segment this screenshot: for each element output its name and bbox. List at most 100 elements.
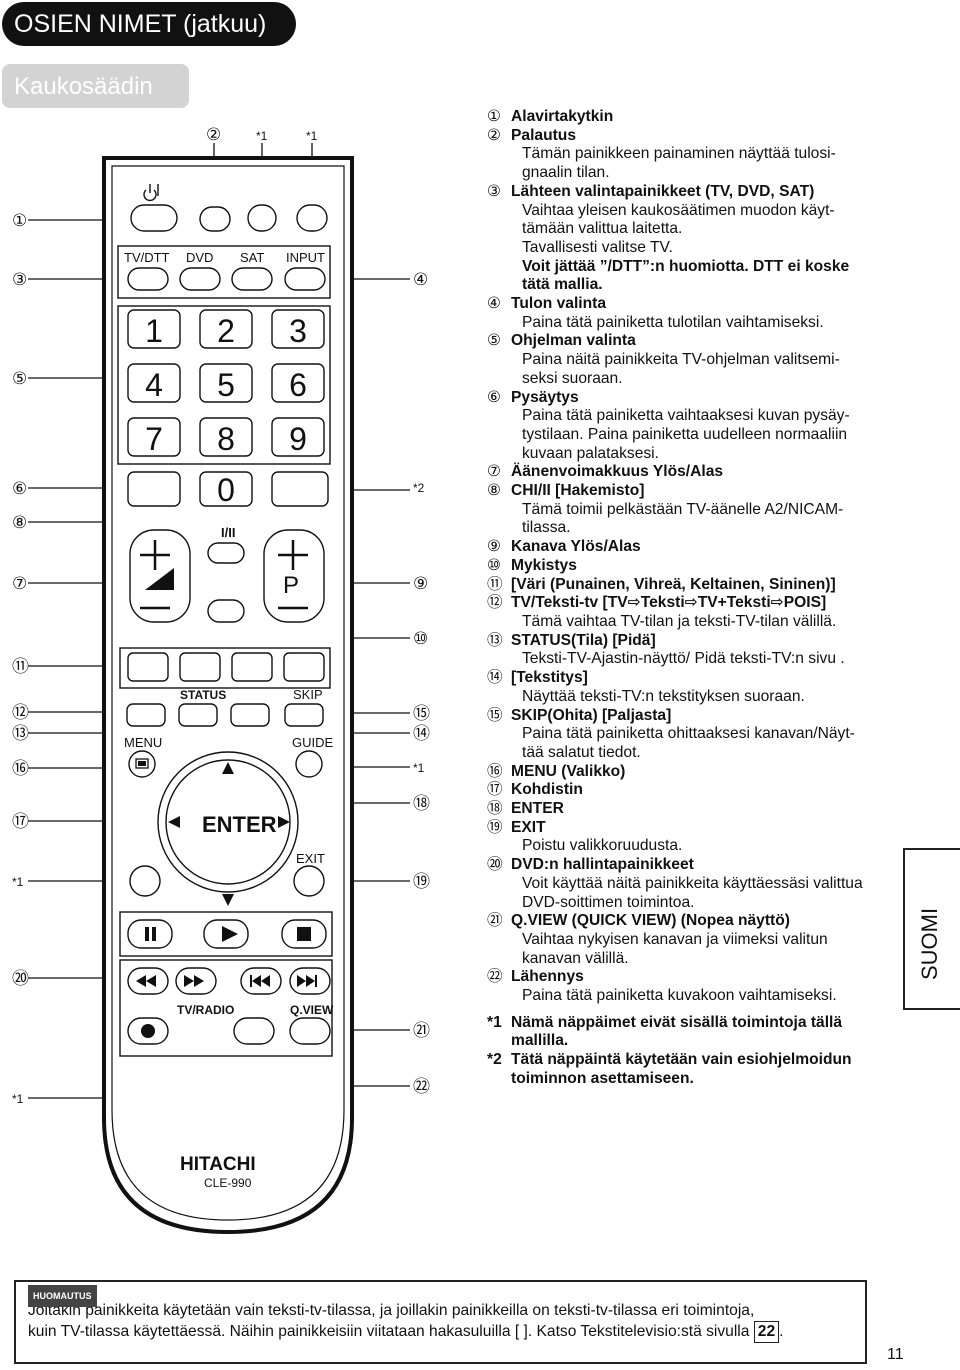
page-reference: 22 — [753, 1321, 780, 1343]
rewind-icon — [136, 975, 156, 987]
callout-left-12: ⑫ — [12, 703, 29, 722]
callout-right-14: ⑭ — [413, 724, 430, 743]
item-title: MENU (Valikko) — [511, 762, 626, 780]
item-desc: Tämä toimii pelkästään TV-äänelle A2/NIC… — [522, 500, 844, 537]
digit-0: 0 — [217, 472, 235, 508]
item-desc: Paina tätä painiketta kuvakoon vaihtamis… — [522, 987, 837, 1005]
page-title: OSIEN NIMET (jatkuu) — [14, 10, 267, 38]
item-title: CHI/II [Hakemisto] — [511, 482, 645, 500]
remote-diagram: TV/DTT DVD SAT INPUT I/II P STATUS SKIP … — [12, 125, 430, 1235]
item-title: Kohdistin — [511, 781, 583, 799]
play-icon — [222, 926, 238, 942]
power-icon — [143, 189, 157, 202]
callout-right-18: ⑱ — [413, 794, 430, 813]
cursor-left-icon — [168, 816, 180, 828]
pause-icon — [145, 927, 149, 941]
brand-logo: HITACHI — [180, 1154, 256, 1175]
callout-right-19: ⑲ — [413, 872, 430, 891]
item-desc: Poistu valikkoruudusta. — [522, 837, 683, 855]
item-14: ⑭[Tekstitys] Näyttää teksti-TV:n tekstit… — [487, 669, 907, 706]
section-title-bar: Kaukosäädin — [2, 64, 189, 108]
callout-right-star2: *2 — [413, 481, 425, 495]
record-icon — [141, 1024, 155, 1038]
callout-right-9: ⑨ — [413, 574, 428, 593]
dvd-label: DVD — [186, 250, 213, 265]
callout-left-7: ⑦ — [12, 574, 27, 593]
note-box: HUOMAUTUS Joitakin painikkeita käytetään… — [14, 1280, 867, 1364]
item-title: STATUS(Tila) [Pidä] — [511, 631, 656, 649]
model-label: CLE-990 — [204, 1176, 252, 1190]
language-label: SUOMI — [917, 907, 942, 980]
cursor-up-icon — [222, 762, 234, 774]
item-desc: Vaihtaa yleisen kaukosäätimen muodon käy… — [522, 201, 835, 256]
digit-1: 1 — [145, 313, 163, 349]
skip-forward-icon — [297, 975, 315, 987]
p-label: P — [283, 572, 299, 599]
item-desc-bold: Voit jättää ”/DTT”:n huomiotta. DTT ei k… — [522, 257, 850, 294]
item-desc: Tämän painikkeen painaminen näyttää tulo… — [522, 145, 836, 182]
cursor-down-icon — [222, 894, 234, 906]
item-title: SKIP(Ohita) [Paljasta] — [511, 706, 672, 724]
callout-left-6: ⑥ — [12, 479, 27, 498]
item-title: Q.VIEW (QUICK VIEW) (Nopea näyttö) — [511, 912, 790, 930]
language-tab: SUOMI — [903, 848, 960, 1010]
callout-top-star1: *1 — [256, 129, 268, 143]
item-title: Lähteen valintapainikkeet (TV, DVD, SAT) — [511, 182, 815, 200]
skip-label: SKIP — [293, 687, 323, 702]
item-title: Pysäytys — [511, 388, 579, 406]
item-title: [Väri (Punainen, Vihreä, Keltainen, Sini… — [511, 575, 836, 593]
item-title: Palautus — [511, 126, 576, 144]
note-line-1: Joitakin painikkeita käytetään vain teks… — [28, 1302, 755, 1319]
item-title: Lähennys — [511, 968, 584, 986]
digit-3: 3 — [289, 313, 307, 349]
digit-2: 2 — [217, 313, 235, 349]
item-desc: Tämä vaihtaa TV-tilan ja teksti-TV-tilan… — [522, 612, 837, 630]
item-title: Alavirtakytkin — [511, 108, 614, 125]
i-ii-label: I/II — [221, 525, 235, 540]
callout-left-11: ⑪ — [12, 657, 29, 676]
item-title: ENTER — [511, 800, 564, 818]
item-desc: Paina näitä painikkeita TV-ohjelman vali… — [522, 351, 840, 387]
callout-left-3: ③ — [12, 270, 27, 289]
item-title: DVD:n hallintapainikkeet — [511, 856, 694, 874]
fast-forward-icon — [184, 975, 204, 987]
status-label: STATUS — [180, 688, 226, 702]
item-title: TV/Teksti-tv [TV⇨Teksti⇨TV+Teksti⇨POIS] — [511, 594, 827, 612]
digit-5: 5 — [217, 367, 235, 403]
callout-right-15: ⑮ — [413, 704, 430, 723]
menu-icon — [135, 758, 149, 769]
callout-right-22: ㉒ — [413, 1077, 430, 1096]
callout-left-star1: *1 — [12, 875, 24, 889]
item-desc: Näyttää teksti-TV:n tekstityksen suoraan… — [522, 687, 805, 705]
item-title: Ohjelman valinta — [511, 332, 636, 350]
item-title: [Tekstitys] — [511, 669, 588, 687]
callout-left-8: ⑧ — [12, 513, 27, 532]
item-title: Kanava Ylös/Alas — [511, 538, 641, 556]
callout-left-5: ⑤ — [12, 369, 27, 388]
guide-label: GUIDE — [292, 735, 334, 750]
menu-label: MENU — [124, 735, 162, 750]
item-title: Mykistys — [511, 556, 577, 574]
exit-label: EXIT — [296, 851, 325, 866]
item-desc: Paina tätä painiketta tulotilan vaihtami… — [522, 313, 824, 331]
enter-label: ENTER — [202, 812, 277, 837]
tvradio-label: TV/RADIO — [177, 1003, 234, 1017]
item-title: EXIT — [511, 818, 546, 836]
item-title: Äänenvoimakkuus Ylös/Alas — [511, 463, 724, 481]
